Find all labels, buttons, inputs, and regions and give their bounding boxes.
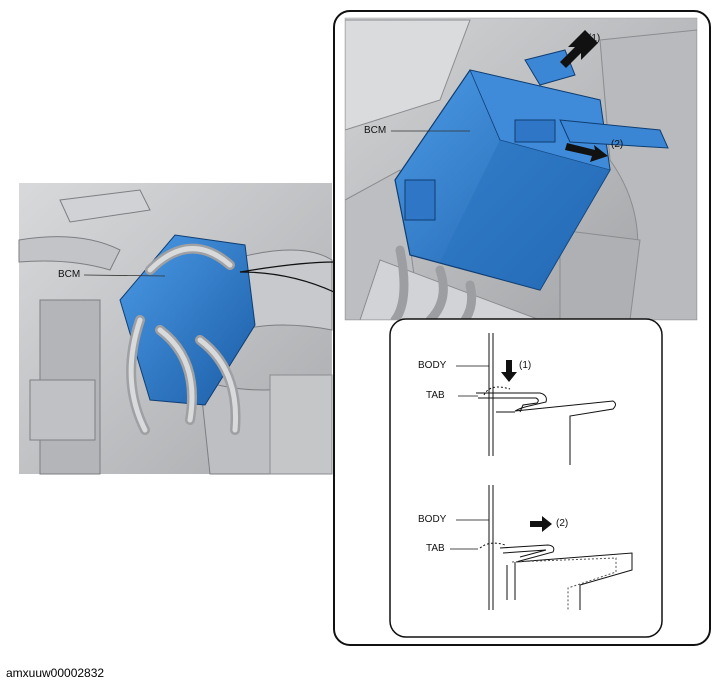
detail-bcm-label: BCM xyxy=(364,125,387,136)
diagram1-tab-label: TAB xyxy=(426,390,445,401)
detail-step2-label: (2) xyxy=(611,139,624,150)
arrow-step1-diagram xyxy=(501,360,517,382)
detail-step1-label: (1) xyxy=(588,33,601,44)
diagram1-body-label: BODY xyxy=(418,360,447,371)
diagram2-body-label: BODY xyxy=(418,514,447,525)
figure-code-caption: amxuuw00002832 xyxy=(6,666,105,680)
diagram2-arrow-label: (2) xyxy=(556,518,569,529)
clip-diagram-box xyxy=(389,318,663,638)
diagram1-arrow-label: (1) xyxy=(519,360,532,371)
clip-diagram-step2 xyxy=(450,485,633,610)
detail-view xyxy=(345,18,697,320)
left-bcm-label: BCM xyxy=(58,269,81,280)
arrow-step1-detail xyxy=(560,30,598,68)
arrow-step2-diagram xyxy=(530,516,552,532)
clip-diagram-step1 xyxy=(456,333,616,465)
bcm-leader-line-left xyxy=(83,274,166,277)
left-vehicle-view xyxy=(18,183,333,475)
callout-line-bottom xyxy=(239,271,335,293)
callout-line-top xyxy=(239,261,335,273)
arrow-step2-detail xyxy=(565,143,608,162)
diagram2-tab-label: TAB xyxy=(426,543,445,554)
